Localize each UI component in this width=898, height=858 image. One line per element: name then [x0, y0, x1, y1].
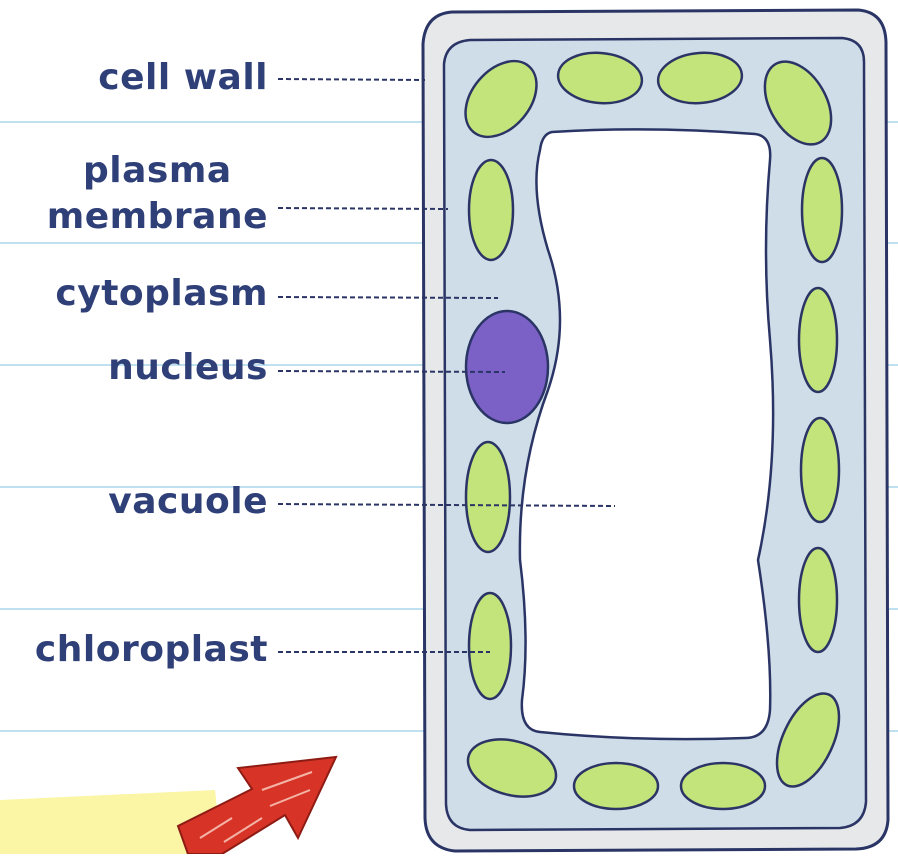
chloroplast: [464, 440, 512, 554]
leader-line-plasma-membrane: [277, 207, 449, 210]
leader-line-vacuole: [277, 503, 616, 507]
label-cell-wall: cell wall: [98, 57, 268, 98]
leader-lines: [277, 78, 616, 653]
chloroplasts: [464, 51, 844, 811]
arrow-icon: [176, 755, 338, 855]
leader-line-cytoplasm: [277, 296, 499, 299]
vacuole: [518, 128, 775, 741]
highlighter-mark: [0, 790, 222, 854]
label-chloroplast: chloroplast: [34, 629, 268, 670]
chloroplast: [656, 51, 744, 105]
chloroplast: [797, 286, 839, 394]
chloroplast: [464, 59, 538, 139]
chloroplast: [467, 591, 513, 701]
chloroplast: [556, 51, 644, 105]
arrow-texture: [199, 771, 313, 843]
arrow-stroke: [261, 771, 313, 791]
label-plasma-membrane: plasma membrane: [47, 148, 268, 240]
nucleus: [464, 309, 550, 425]
chloroplast: [799, 416, 841, 524]
chloroplast: [775, 692, 841, 788]
chloroplast: [467, 158, 515, 262]
label-vacuole: vacuole: [108, 481, 268, 522]
arrow-stroke: [269, 789, 311, 807]
chloroplast: [797, 546, 839, 654]
label-nucleus: nucleus: [108, 347, 268, 388]
leader-line-nucleus: [277, 370, 506, 373]
chloroplast: [679, 761, 767, 811]
label-plasma-membrane-line2: membrane: [46, 196, 268, 237]
label-cytoplasm: cytoplasm: [55, 273, 268, 314]
arrow-stroke: [223, 817, 263, 843]
leader-line-cell-wall: [277, 78, 426, 81]
arrow-stroke: [199, 817, 233, 839]
chloroplast: [466, 738, 558, 798]
chloroplast: [800, 156, 844, 264]
chloroplast: [572, 761, 660, 811]
label-plasma-membrane-line1: plasma: [83, 150, 232, 191]
chloroplast: [763, 60, 833, 146]
